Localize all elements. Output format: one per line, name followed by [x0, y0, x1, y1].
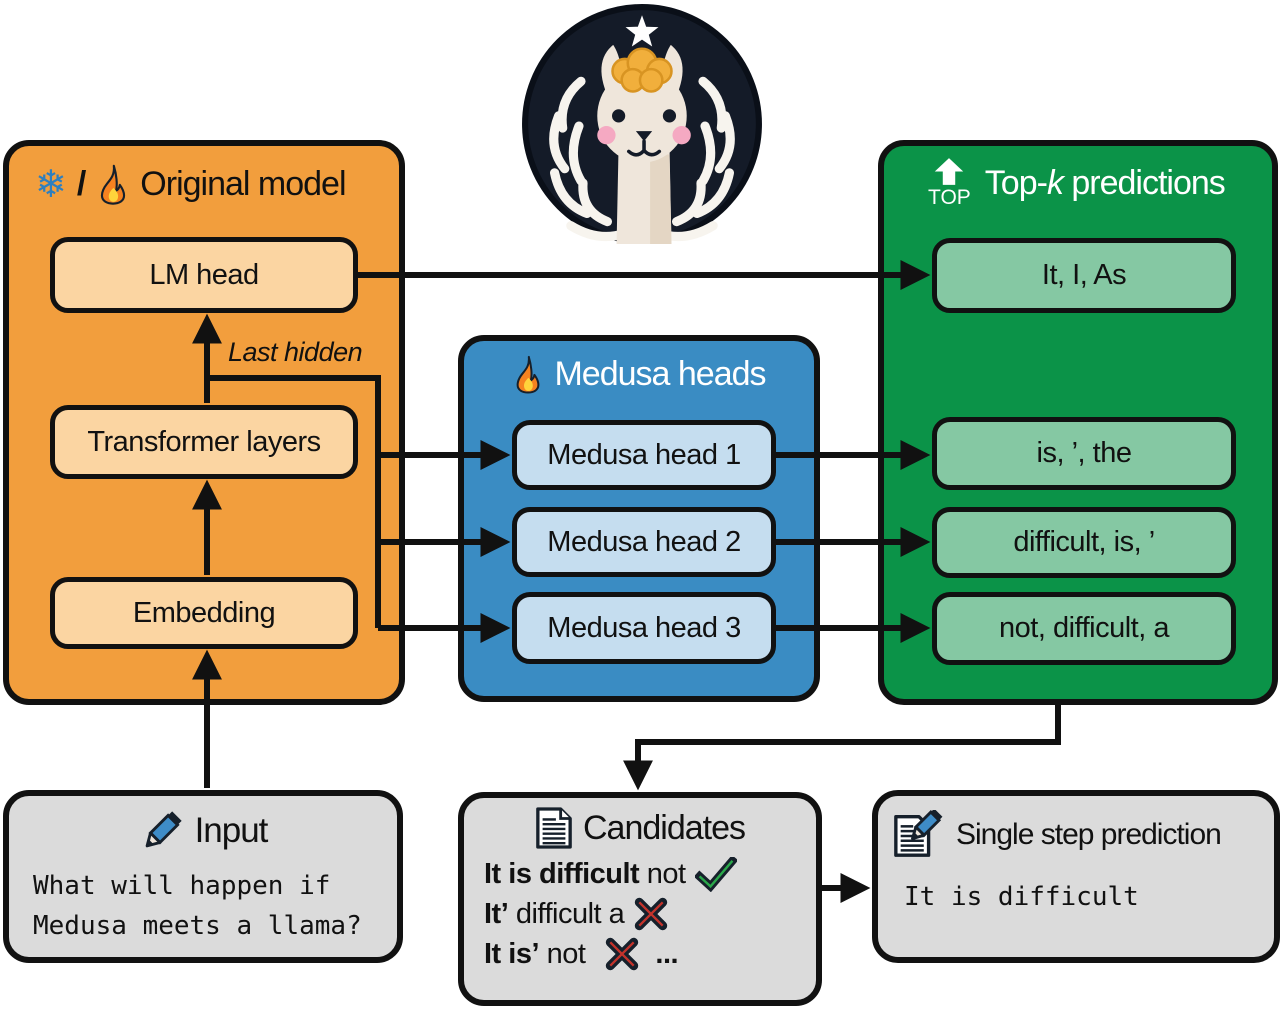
topk-head3-output-box: not, difficult, a [932, 592, 1236, 665]
pencil-icon [145, 811, 182, 848]
last-hidden-label: Last hidden [228, 337, 363, 367]
lm-head-label: LM head [149, 258, 259, 291]
topk-head2-output-box: difficult, is, ’ [932, 507, 1236, 578]
top-k-title: TOP Top-k predictions [928, 158, 1226, 208]
input-text: What will happen if Medusa meets a llama… [33, 866, 362, 946]
input-panel: Input What will happen if Medusa meets a… [3, 790, 403, 963]
ellipsis: ... [655, 937, 679, 970]
candidates-list: It is difficult not It’ difficult a It i… [484, 854, 737, 974]
document-icon [536, 807, 572, 849]
input-title: Input [9, 808, 397, 854]
medusa-heads-title-text: Medusa heads [554, 355, 766, 393]
medusa-head-2-label: Medusa head 2 [547, 525, 741, 558]
topk-head3-output-label: not, difficult, a [999, 612, 1169, 644]
input-title-text: Input [194, 811, 269, 850]
cross-icon [635, 897, 668, 931]
check-icon [694, 856, 737, 892]
flame-icon [517, 355, 540, 394]
embedding-label: Embedding [132, 596, 276, 629]
candidates-title-text: Candidates [582, 808, 746, 847]
transformer-layers-label: Transformer layers [87, 425, 321, 458]
topk-head1-output-box: is, ’, the [932, 417, 1236, 490]
cross-icon [606, 937, 639, 971]
slash-separator: / [76, 165, 87, 203]
single-step-title-text: Single step prediction [956, 818, 1222, 851]
top-k-title-text: Top-k predictions [984, 163, 1226, 202]
topk-lm-head-output-label: It, I, As [1041, 259, 1127, 291]
medusa-heads-title: Medusa heads [464, 355, 814, 394]
transformer-layers-box: Transformer layers [50, 405, 358, 479]
medusa-head-1-box: Medusa head 1 [512, 420, 776, 490]
topk-head2-output-label: difficult, is, ’ [1013, 526, 1155, 558]
medusa-heads-panel: Medusa heads Medusa head 1 Medusa head 2… [458, 335, 820, 702]
candidates-title: Candidates [464, 806, 816, 850]
medusa-head-3-label: Medusa head 3 [547, 611, 741, 644]
medusa-head-2-box: Medusa head 2 [512, 507, 776, 577]
embedding-box: Embedding [50, 577, 358, 649]
lm-head-box: LM head [50, 237, 358, 313]
snowflake-icon: ❄ [35, 163, 67, 206]
candidates-panel: Candidates It is difficult not It’ diffi… [458, 792, 822, 1006]
single-step-text: It is difficult [904, 882, 1139, 912]
top-arrow-icon: TOP [928, 158, 971, 208]
medusa-head-3-box: Medusa head 3 [512, 592, 776, 664]
single-step-title: Single step prediction [892, 810, 1222, 860]
star-icon [625, 15, 659, 47]
top-k-predictions-panel: TOP Top-k predictions It, I, As is, ’, t… [878, 140, 1278, 705]
top-label: TOP [928, 186, 971, 209]
document-pencil-icon [894, 810, 943, 857]
candidate-row-rejected-1: It’ difficult a [484, 894, 737, 934]
single-step-panel: Single step prediction It is difficult [872, 790, 1280, 963]
input-text-line2: Medusa meets a llama? [33, 911, 362, 941]
medusa-head-1-label: Medusa head 1 [547, 438, 741, 471]
original-model-title-text: Original model [140, 165, 346, 203]
candidate-row-rejected-2: It is’ not ... [484, 934, 737, 974]
candidate-row-accepted: It is difficult not [484, 854, 737, 894]
original-model-title: ❄ / Original model [35, 163, 347, 206]
input-text-line1: What will happen if [33, 871, 331, 901]
topk-lm-head-output-box: It, I, As [932, 238, 1236, 313]
original-model-panel: ❄ / Original model LM head Transformer l… [3, 140, 405, 705]
flame-icon [101, 164, 126, 205]
arrow-topk-to-candidates [623, 703, 1061, 791]
llama-logo [522, 4, 762, 244]
topk-head1-output-label: is, ’, the [1036, 437, 1132, 469]
